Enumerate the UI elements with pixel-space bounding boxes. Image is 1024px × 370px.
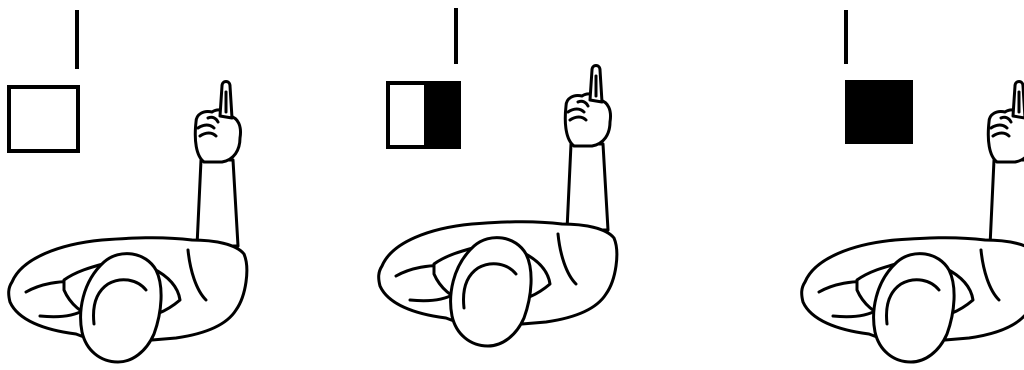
square-empty xyxy=(9,87,78,151)
panel-1 xyxy=(9,10,247,362)
panel-3 xyxy=(802,10,1024,362)
panel-2 xyxy=(379,8,617,346)
square-filled-half xyxy=(424,83,459,147)
square-filled xyxy=(845,80,913,144)
